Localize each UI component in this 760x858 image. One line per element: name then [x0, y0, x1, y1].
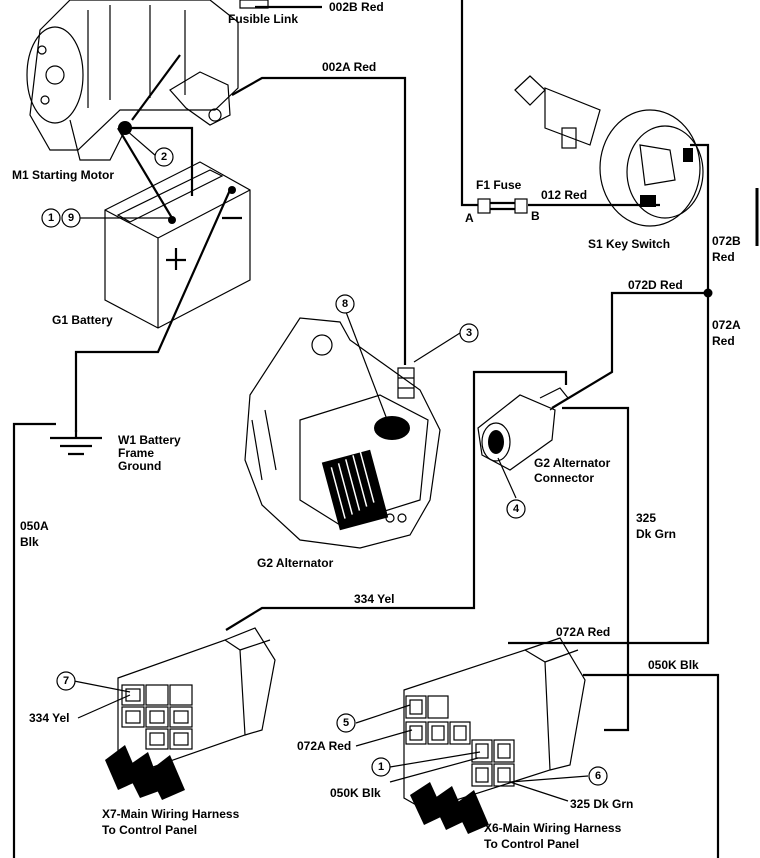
wire-334-label: 334 Yel: [354, 592, 395, 606]
fuse-label: F1 Fuse: [476, 178, 522, 192]
callout-7: [56, 671, 76, 691]
callout-1-battery: [41, 208, 61, 228]
ground-label-line2: Frame: [118, 446, 154, 460]
callout-label: 1: [48, 212, 54, 224]
wire-002a-label: 002A Red: [322, 60, 376, 74]
wires: [12, 0, 720, 858]
alternator: [244, 317, 441, 549]
key-switch-label: S1 Key Switch: [588, 237, 670, 251]
callout-3: [459, 323, 479, 343]
callout-label: 5: [343, 717, 349, 729]
wire-072b-label-1: 072B: [712, 234, 741, 248]
callout-label: 4: [513, 503, 520, 515]
callout-label: 2: [161, 151, 167, 163]
wire-050k-label: 050K Blk: [648, 658, 699, 672]
x6-wire-072a-label: 072A Red: [297, 739, 351, 753]
callout-1-x6: [371, 757, 391, 777]
junction-dot: [703, 288, 713, 298]
ground-symbol: [50, 430, 102, 456]
connector-label-line2: Connector: [534, 471, 594, 485]
battery-label: G1 Battery: [52, 313, 113, 327]
wire-050a-label-2: Blk: [20, 535, 39, 549]
fuse-terminal-b: B: [531, 209, 540, 223]
x7-harness-label-line2: To Control Panel: [102, 823, 197, 837]
key-switch: [514, 75, 704, 227]
callout-2: [154, 147, 174, 167]
connector-label-line1: G2 Alternator: [534, 456, 611, 470]
x6-wire-050k-label: 050K Blk: [330, 786, 381, 800]
callout-label: 6: [595, 770, 601, 782]
starting-motor-label: M1 Starting Motor: [12, 168, 114, 182]
x6-connector: [403, 637, 586, 834]
alternator-label: G2 Alternator: [257, 556, 334, 570]
x7-connector: [105, 627, 276, 800]
wire-325-label-2: Dk Grn: [636, 527, 676, 541]
x6-harness-label-line1: X6-Main Wiring Harness: [484, 821, 622, 835]
wire-072d-label: 072D Red: [628, 278, 683, 292]
callout-8: [335, 294, 355, 314]
fuse: [477, 198, 528, 214]
callout-label: 9: [68, 212, 74, 224]
wire-072a-label-1: 072A: [712, 318, 741, 332]
fusible-link-label: Fusible Link: [228, 12, 298, 26]
wire-002b-label: 002B Red: [329, 0, 384, 14]
callout-label: 8: [342, 298, 348, 310]
fuse-terminal-a: A: [465, 211, 474, 225]
x6-wire-325-label: 325 Dk Grn: [570, 797, 633, 811]
wire-072b-label-2: Red: [712, 250, 735, 264]
callout-6: [588, 766, 608, 786]
labels: Fusible Link 002B Red 002A Red M1 Starti…: [12, 0, 741, 851]
wire-325-label-1: 325: [636, 511, 656, 525]
callout-5: [336, 713, 356, 733]
x7-wire-334-label: 334 Yel: [29, 711, 70, 725]
callout-label: 3: [466, 327, 472, 339]
wire-012-label: 012 Red: [541, 188, 587, 202]
callouts: 1 9 2 3 8 4 7 5 1 6: [41, 147, 608, 786]
wire-072a-harness-label: 072A Red: [556, 625, 610, 639]
callout-label: 7: [63, 675, 69, 687]
ground-label-line1: W1 Battery: [118, 433, 181, 447]
alternator-connector: [477, 387, 569, 471]
x7-harness-label-line1: X7-Main Wiring Harness: [102, 807, 240, 821]
wire-050a-label-1: 050A: [20, 519, 49, 533]
callout-leaders: [73, 129, 589, 802]
ground-label-line3: Ground: [118, 459, 161, 473]
x6-harness-label-line2: To Control Panel: [484, 837, 579, 851]
wire-072a-label-2: Red: [712, 334, 735, 348]
callout-label: 1: [378, 761, 384, 773]
callout-9: [61, 208, 81, 228]
callout-4: [506, 499, 526, 519]
battery: [104, 161, 251, 329]
